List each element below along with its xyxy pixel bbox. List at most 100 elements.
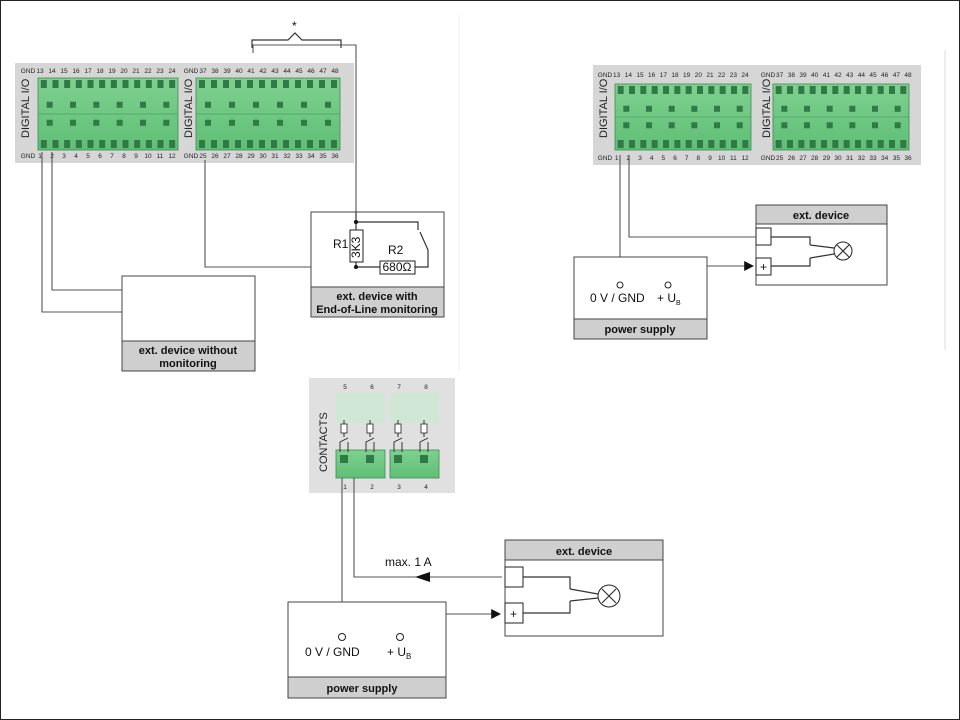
- pin-label: 9: [134, 153, 138, 160]
- relay-coil-icon: [340, 423, 348, 434]
- digital-io-label: DIGITAL I/O: [20, 78, 32, 138]
- terminal-screw-bottom: [900, 140, 907, 148]
- terminal-led: [46, 119, 53, 126]
- terminal-led: [93, 119, 100, 126]
- pin-label: 19: [108, 68, 116, 75]
- terminal-led: [301, 101, 307, 108]
- current-arrow-icon: [415, 572, 430, 582]
- pin-label: 47: [893, 72, 901, 79]
- pin-label: 14: [625, 72, 633, 79]
- pin-label: GND: [598, 72, 613, 79]
- power-supply-title-bar-3: [287, 676, 447, 699]
- terminal-screw-top: [75, 80, 82, 88]
- contacts-label: CONTACTS: [318, 412, 330, 472]
- pin-label: 46: [881, 72, 889, 79]
- terminal-screw-top: [775, 86, 782, 94]
- terminal-led: [646, 105, 652, 112]
- terminal-screw-top: [708, 86, 715, 94]
- pin-label: 1: [615, 155, 619, 162]
- terminal-led: [736, 122, 743, 129]
- terminal-screw-top: [719, 86, 726, 94]
- pin-label: 7: [110, 153, 114, 160]
- resistor-r2-value: 680Ω: [383, 260, 412, 274]
- pin-label: 3: [397, 484, 401, 491]
- contacts-block-lower-a: [335, 449, 386, 479]
- ub-terminal-icon-2: [664, 281, 672, 289]
- pin-label: 27: [223, 153, 231, 160]
- pin-label: 13: [613, 72, 621, 79]
- pin-label: 35: [893, 155, 901, 162]
- pin-label: 34: [881, 155, 889, 162]
- pin-label: 6: [98, 153, 102, 160]
- pin-label: 28: [811, 155, 819, 162]
- pin-label: GND: [761, 72, 776, 79]
- terminal-led: [116, 101, 123, 108]
- terminal-screw-bottom: [157, 140, 164, 148]
- terminal-led: [781, 122, 788, 129]
- pin-label: 22: [718, 72, 726, 79]
- pin-label: 47: [319, 68, 327, 75]
- contacts-block-upper-b: [390, 393, 439, 423]
- pin-label: 25: [776, 155, 784, 162]
- terminal-screw-top: [651, 86, 658, 94]
- terminal-screw-bottom: [775, 140, 782, 148]
- terminal-led: [163, 101, 170, 108]
- pin-label: 1: [38, 153, 42, 160]
- pin-label: 18: [671, 72, 679, 79]
- pin-label: 5: [86, 153, 90, 160]
- pin-label: 26: [788, 155, 796, 162]
- pin-label: 14: [48, 68, 56, 75]
- terminal-screw-top: [199, 80, 205, 88]
- terminal-block-1: [37, 77, 179, 151]
- ext-device-terminal-minus-3: [504, 566, 524, 588]
- pin-label: 10: [718, 155, 726, 162]
- terminal-led: [714, 105, 720, 112]
- pin-label: 36: [904, 155, 912, 162]
- pin-label: 18: [96, 68, 104, 75]
- terminal-block-3: [614, 83, 752, 151]
- pin-label: 39: [223, 68, 231, 75]
- terminal-screw-top: [122, 80, 129, 88]
- pin-label: 33: [295, 153, 303, 160]
- nomon-device-title-line1: ext. device without: [139, 345, 238, 357]
- terminal-led: [691, 122, 698, 129]
- pin-label: 11: [157, 153, 164, 160]
- pin-label: 24: [741, 72, 749, 79]
- pin-label: 40: [811, 72, 819, 79]
- terminal-screw-bottom: [889, 140, 895, 148]
- relay-coil-icon: [366, 423, 374, 434]
- terminal-screw-bottom: [617, 140, 624, 148]
- pin-label: 37: [776, 72, 784, 79]
- pin-label: 5: [343, 384, 347, 391]
- terminal-led: [804, 105, 810, 112]
- pin-label: 38: [211, 68, 219, 75]
- pin-label: 17: [84, 68, 92, 75]
- pin-label: GND: [21, 153, 36, 160]
- eol-device-title-line1: ext. device with: [336, 291, 418, 303]
- terminal-screw-top: [787, 86, 793, 94]
- pin-label: 3: [638, 155, 642, 162]
- terminal-led: [826, 105, 833, 112]
- nomon-device-title-line2: monitoring: [159, 358, 216, 370]
- terminal-screw-bottom: [271, 140, 277, 148]
- pin-label: 32: [858, 155, 866, 162]
- terminal-screw-bottom: [663, 140, 669, 148]
- power-supply-title-3: power supply: [327, 683, 399, 695]
- terminal-screw-top: [157, 80, 164, 88]
- pin-label: 4: [650, 155, 654, 162]
- digital-io-label-3: DIGITAL I/O: [598, 78, 610, 138]
- terminal-screw-bottom: [742, 140, 749, 148]
- terminal-screw-bottom: [319, 140, 325, 148]
- pin-label: 22: [144, 68, 152, 75]
- pin-label: 8: [122, 153, 126, 160]
- terminal-screw-bottom: [629, 140, 635, 148]
- terminal-led: [253, 119, 259, 126]
- pin-label: 1: [343, 484, 347, 491]
- terminal-screw-bottom: [640, 140, 647, 148]
- terminal-screw-top: [259, 80, 265, 88]
- relay-coil-icon: [394, 423, 402, 434]
